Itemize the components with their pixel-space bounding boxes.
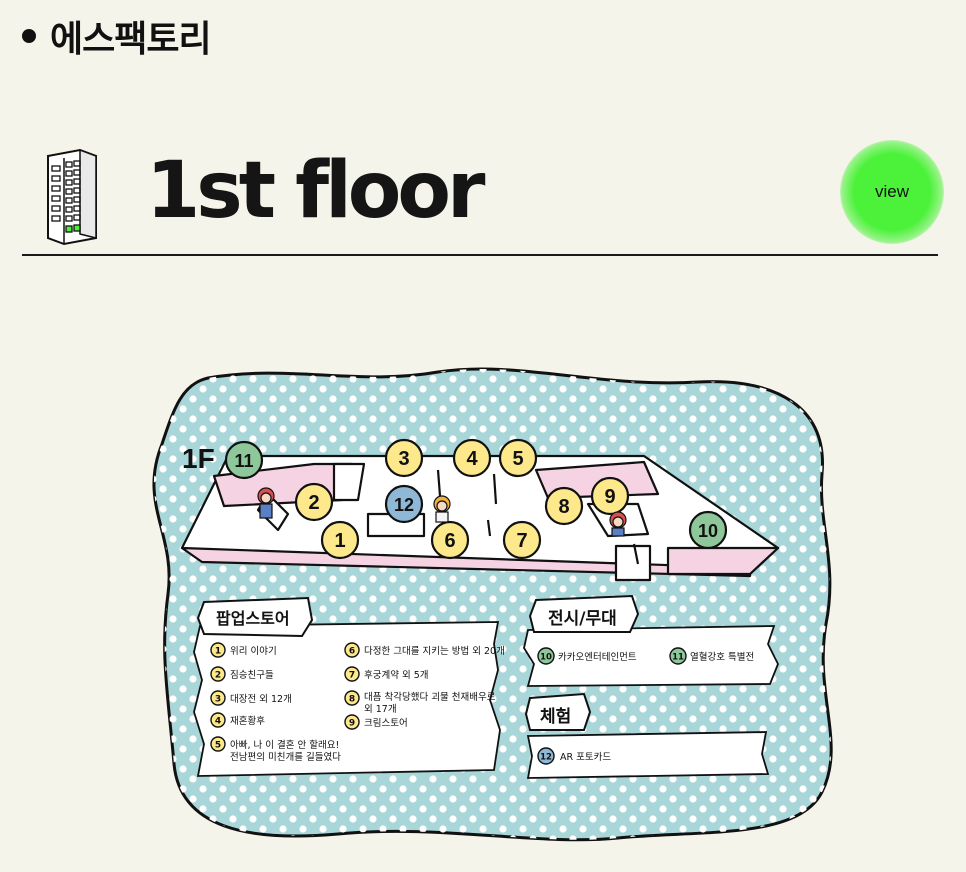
legend-experience: 체험 12 AR 포토카드 — [524, 692, 770, 779]
character-figure-icon — [257, 487, 275, 519]
marker-1[interactable]: 1 — [320, 520, 360, 560]
floor-header: 1st floor view — [22, 140, 944, 256]
marker-label: 7 — [516, 530, 527, 552]
svg-text:카카오엔터테인먼트: 카카오엔터테인먼트 — [558, 652, 637, 663]
svg-text:11: 11 — [672, 653, 684, 663]
marker-8[interactable]: 8 — [544, 486, 584, 526]
svg-text:10: 10 — [540, 653, 552, 663]
legend-item: 9 크림스토어 — [344, 714, 408, 730]
legend-item: 6 다정한 그대를 지키는 방법 외 20개 — [344, 642, 505, 658]
legend-item: 12 AR 포토카드 — [537, 747, 611, 765]
marker-12[interactable]: 12 — [384, 484, 424, 524]
floor-label: 1F — [182, 443, 215, 474]
legend-experience-title: 체험 — [540, 706, 571, 727]
marker-6[interactable]: 6 — [430, 520, 470, 560]
svg-text:위리 이야기: 위리 이야기 — [230, 645, 277, 657]
character-figure-icon — [609, 511, 627, 537]
floor-title: 1st floor — [146, 146, 485, 236]
svg-text:2: 2 — [215, 671, 221, 681]
floor-map: 1F 11 3 4 5 2 — [138, 364, 846, 848]
marker-3[interactable]: 3 — [384, 438, 424, 478]
svg-text:열혈강호 특별전: 열혈강호 특별전 — [690, 651, 754, 663]
marker-label: 12 — [394, 495, 414, 515]
svg-text:4: 4 — [215, 717, 221, 727]
marker-2[interactable]: 2 — [294, 482, 334, 522]
building-icon — [47, 148, 97, 246]
marker-label: 2 — [308, 492, 319, 514]
svg-text:후궁계약 외 5개: 후궁계약 외 5개 — [364, 669, 429, 681]
marker-7[interactable]: 7 — [502, 520, 542, 560]
marker-9[interactable]: 9 — [590, 476, 630, 516]
svg-text:12: 12 — [540, 753, 552, 763]
svg-text:다정한 그대를 지키는 방법 외 20개: 다정한 그대를 지키는 방법 외 20개 — [364, 645, 505, 657]
section-title: 에스팩토리 — [50, 19, 212, 60]
svg-text:짐승친구들: 짐승친구들 — [230, 670, 274, 681]
marker-11[interactable]: 11 — [224, 440, 264, 480]
legend-item: 11 열혈강호 특별전 — [669, 647, 754, 665]
legend-popup-title: 팝업스토어 — [216, 609, 290, 628]
legend-exhibit: 전시/무대 10 카카오엔터테인먼트 11 열혈강호 특별전 — [523, 594, 779, 687]
svg-text:전남편의 미친개를 길들였다: 전남편의 미친개를 길들였다 — [230, 751, 341, 763]
svg-text:대장전 외 12개: 대장전 외 12개 — [230, 693, 292, 705]
divider — [22, 254, 938, 256]
marker-label: 3 — [398, 448, 409, 470]
svg-text:아빠, 나 이 결혼 안 할래요!: 아빠, 나 이 결혼 안 할래요! — [230, 739, 339, 751]
legend-item: 10 카카오엔터테인먼트 — [537, 647, 637, 665]
svg-text:대픔 착각당했다 괴물 천재배우로: 대픔 착각당했다 괴물 천재배우로 — [364, 691, 496, 703]
legend-item: 5 아빠, 나 이 결혼 안 할래요! 전남편의 미친개를 길들였다 — [210, 736, 341, 763]
marker-10[interactable]: 10 — [688, 510, 728, 550]
marker-5[interactable]: 5 — [498, 438, 538, 478]
svg-text:8: 8 — [349, 695, 355, 705]
svg-text:외 17개: 외 17개 — [364, 703, 397, 715]
svg-text:7: 7 — [349, 671, 355, 681]
svg-text:재혼황후: 재혼황후 — [230, 715, 265, 727]
marker-label: 10 — [698, 521, 718, 541]
legend-item: 7 후궁계약 외 5개 — [344, 666, 429, 682]
marker-label: 11 — [234, 451, 253, 471]
legend-popup: 팝업스토어 1 위리 이야기 2 짐승친구들 3 대장전 외 12개 — [193, 596, 505, 777]
legend-exhibit-title: 전시/무대 — [548, 609, 617, 629]
view-button[interactable]: view — [840, 140, 944, 244]
svg-text:AR 포토카드: AR 포토카드 — [560, 752, 611, 763]
svg-text:크림스토어: 크림스토어 — [364, 717, 408, 729]
svg-text:5: 5 — [215, 741, 221, 751]
svg-text:3: 3 — [215, 695, 221, 705]
section-heading: 에스팩토리 — [22, 10, 212, 62]
marker-label: 6 — [444, 530, 455, 552]
marker-4[interactable]: 4 — [452, 438, 492, 478]
marker-label: 5 — [512, 448, 523, 470]
legend-item: 8 대픔 착각당했다 괴물 천재배우로 외 17개 — [344, 690, 496, 715]
legend-item: 1 위리 이야기 — [210, 642, 277, 658]
marker-label: 9 — [604, 486, 615, 508]
character-figure-icon — [433, 495, 451, 523]
legend-item: 3 대장전 외 12개 — [210, 690, 292, 706]
marker-label: 8 — [558, 496, 569, 518]
marker-label: 1 — [334, 530, 345, 552]
svg-text:6: 6 — [349, 647, 355, 657]
legend-item: 2 짐승친구들 — [210, 666, 274, 682]
svg-text:1: 1 — [215, 647, 221, 657]
legend-item: 4 재혼황후 — [210, 712, 265, 728]
svg-text:9: 9 — [349, 719, 355, 729]
bullet-icon — [22, 29, 36, 43]
marker-label: 4 — [466, 448, 478, 470]
